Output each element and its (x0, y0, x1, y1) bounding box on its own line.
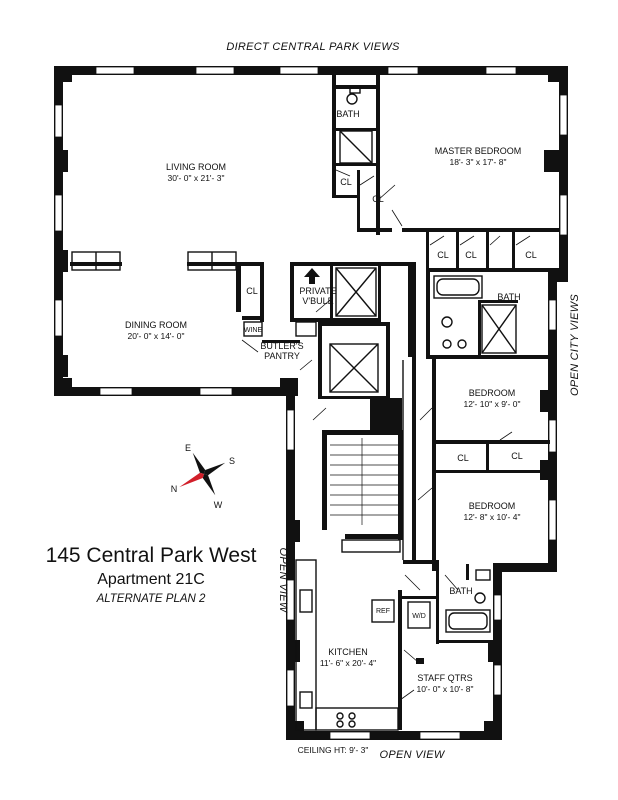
closet-label: CL (525, 250, 537, 260)
view-bottom-label: OPEN VIEW (379, 749, 445, 761)
windows (54, 66, 568, 740)
wine-label: WINE (244, 327, 263, 334)
wd-label: W/D (412, 613, 426, 620)
bath-label-staff: BATH (449, 586, 472, 596)
title-block: 145 Central Park West Apartment 21C ALTE… (36, 543, 266, 608)
closet-label: CL (340, 177, 352, 187)
compass-east-label: E (185, 443, 191, 453)
view-top-label: DIRECT CENTRAL PARK VIEWS (226, 41, 400, 53)
address-title: 145 Central Park West (45, 544, 257, 567)
compass-rose (179, 452, 226, 496)
private-vestibule-label-2: V'BULE (302, 296, 333, 306)
view-left-label: OPEN VIEW (277, 547, 289, 613)
staff-qtrs-name: STAFF QTRS (417, 673, 472, 683)
living-room-name: LIVING ROOM (166, 162, 226, 172)
dining-room-dim: 20'- 0" x 14'- 0" (127, 331, 184, 341)
fixtures (71, 87, 517, 731)
closet-label: CL (457, 453, 469, 463)
bedroom-2-dim: 12'- 8" x 10'- 4" (463, 512, 520, 522)
butlers-pantry-label-1: BUTLER'S (260, 341, 303, 351)
kitchen-name: KITCHEN (328, 647, 368, 657)
kitchen-dim: 11'- 6" x 20'- 4" (320, 658, 376, 668)
ref-label: REF (376, 608, 390, 615)
closet-label: CL (465, 250, 477, 260)
bath-label-second: BATH (497, 292, 520, 302)
compass-north-label: N (171, 484, 178, 494)
closet-label: CL (246, 286, 258, 296)
master-bedroom-name: MASTER BEDROOM (435, 146, 522, 156)
closet-label: CL (511, 451, 523, 461)
compass-west-label: W (214, 500, 223, 510)
master-bedroom-dim: 18'- 3" x 17'- 8" (449, 157, 506, 167)
bedroom-2-name: BEDROOM (469, 501, 516, 511)
apartment-subtitle: Apartment 21C (97, 571, 205, 588)
compass-south-label: S (229, 456, 235, 466)
private-vestibule-label-1: PRIVATE (299, 286, 336, 296)
bedroom-1-dim: 12'- 10" x 9'- 0" (463, 399, 520, 409)
butlers-pantry-label-2: PANTRY (264, 351, 300, 361)
bedroom-1-name: BEDROOM (469, 388, 516, 398)
living-room-dim: 30'- 0" x 21'- 3" (167, 173, 224, 183)
interior-walls (70, 75, 560, 730)
ceiling-height-label: CEILING HT: 9'- 3" (298, 745, 369, 755)
dining-room-name: DINING ROOM (125, 320, 187, 330)
view-right-label: OPEN CITY VIEWS (569, 294, 581, 396)
bath-label-master: BATH (336, 109, 359, 119)
staff-qtrs-dim: 10'- 0" x 10'- 8" (416, 684, 473, 694)
closet-label: CL (437, 250, 449, 260)
closet-label: CL (372, 194, 384, 204)
plan-subtitle: ALTERNATE PLAN 2 (96, 593, 206, 605)
door-swings (241, 169, 531, 701)
